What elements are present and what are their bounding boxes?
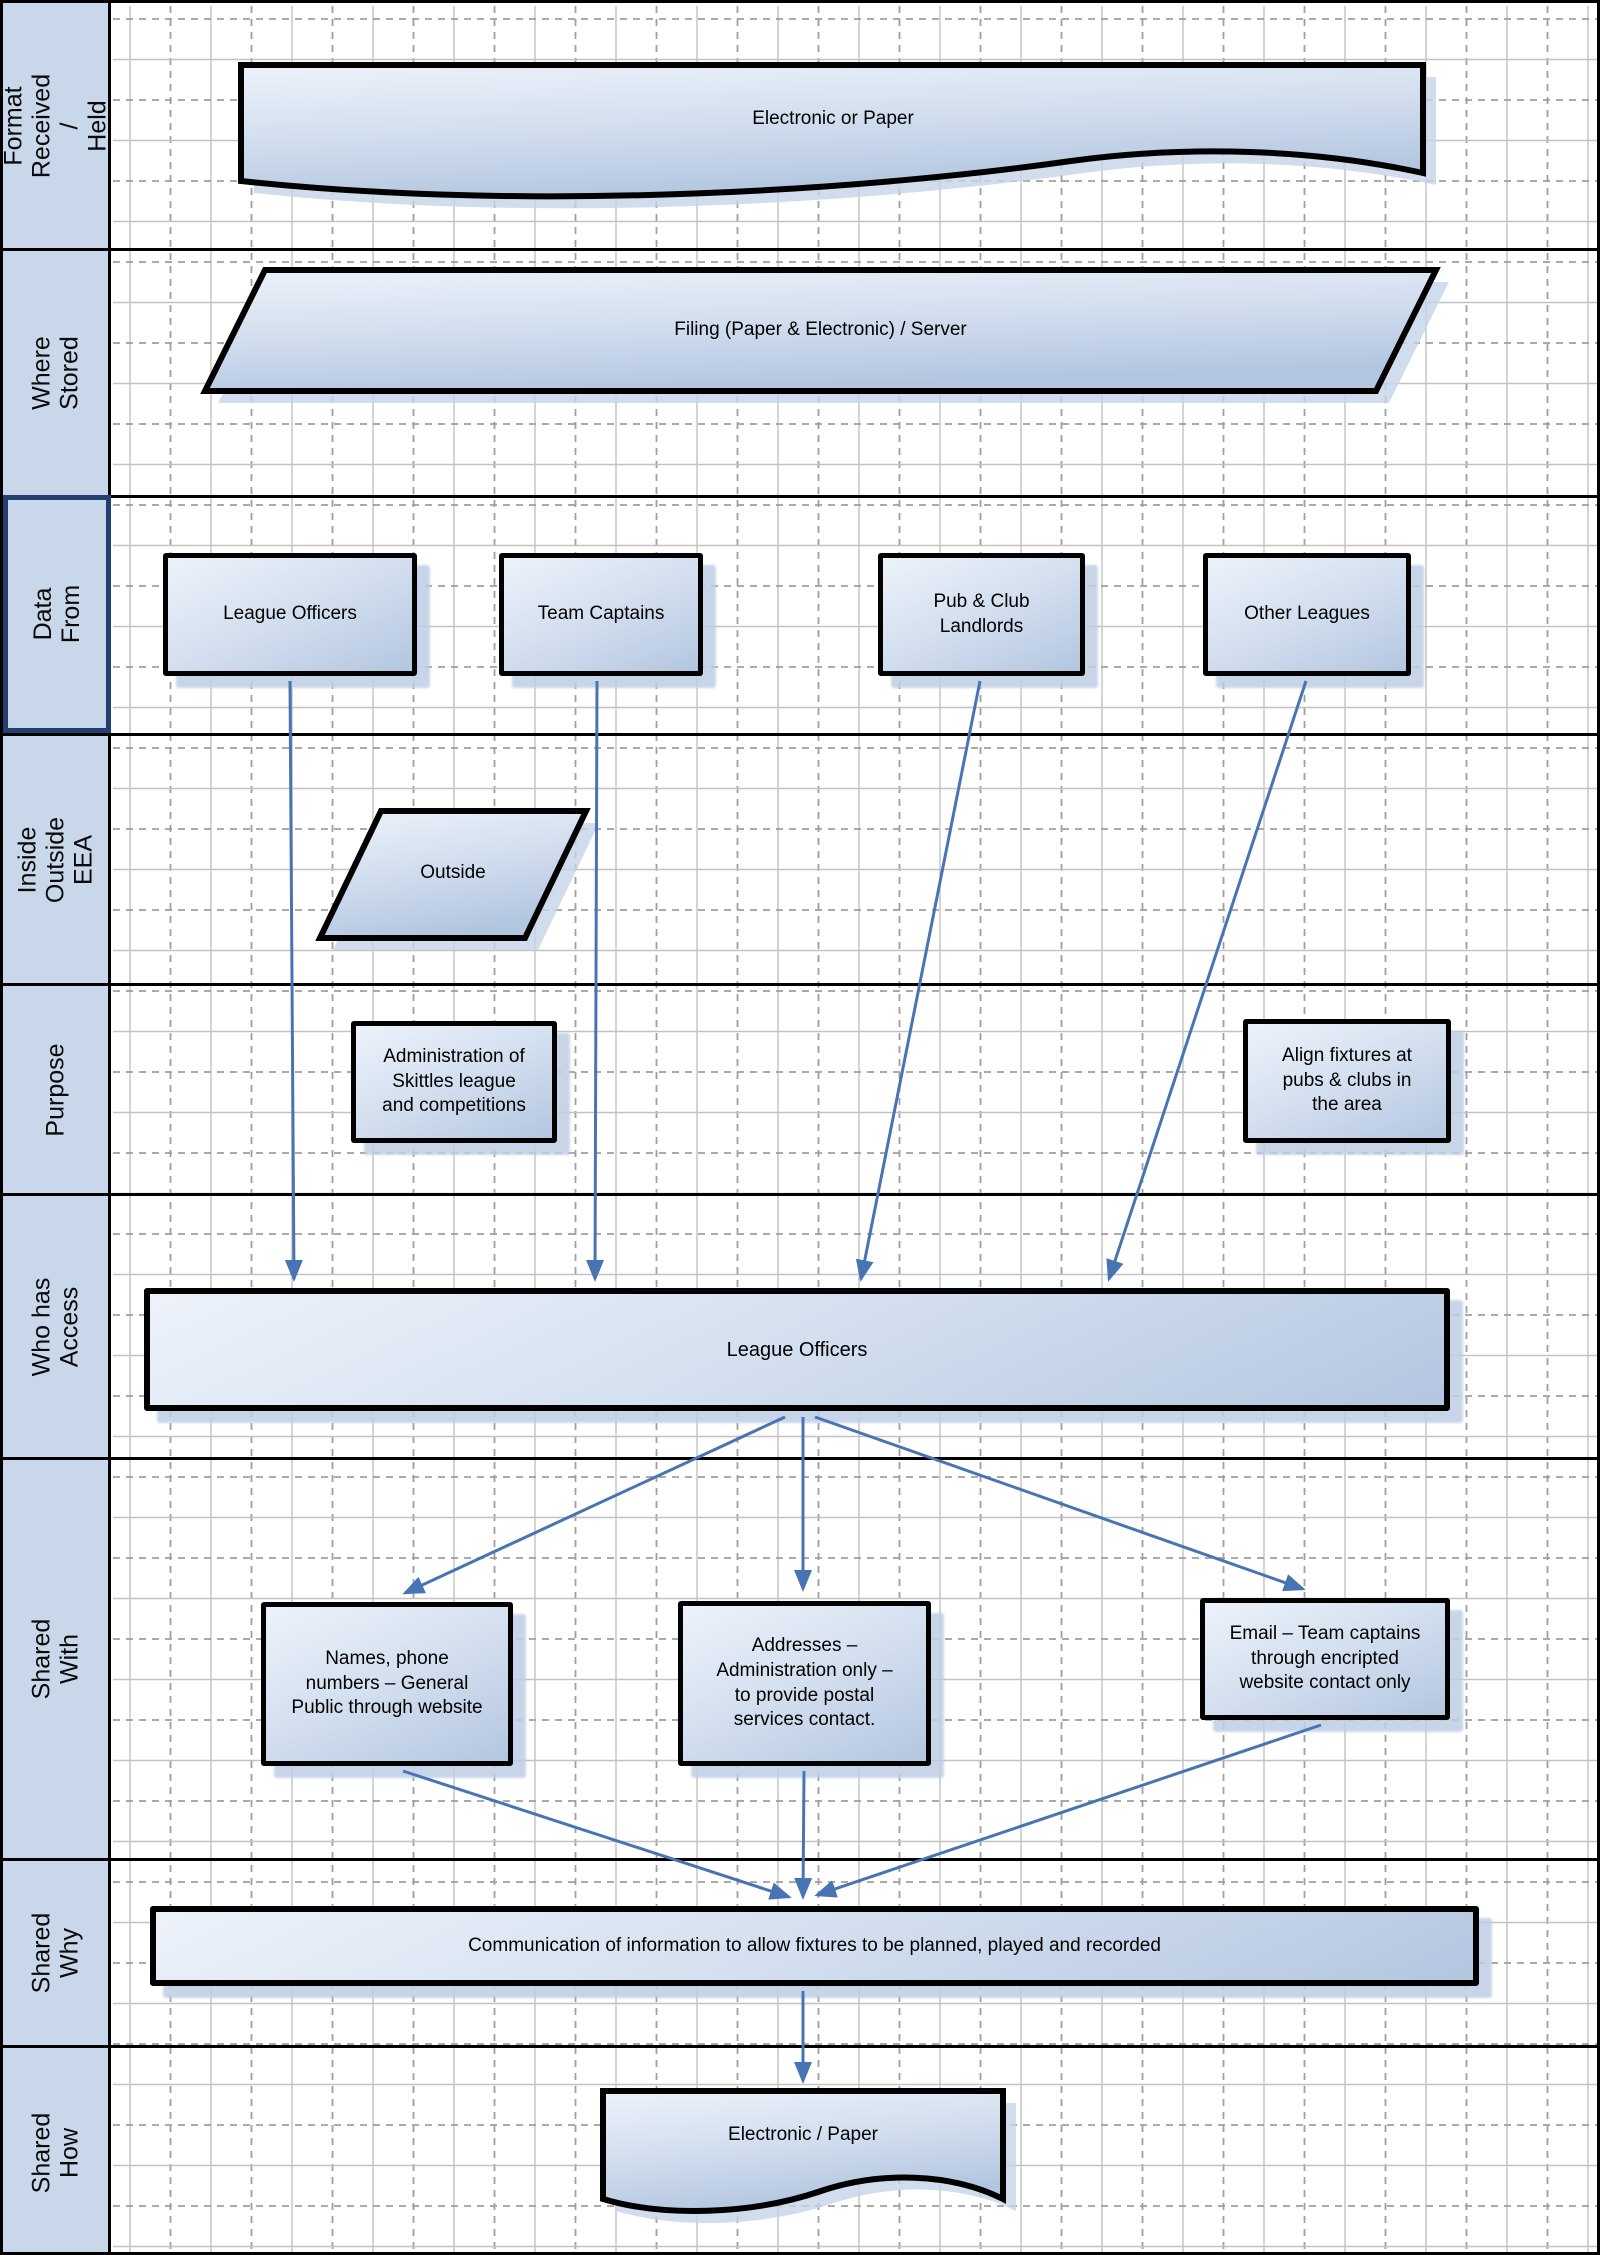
lane-boundary	[3, 2045, 1597, 2048]
lane-label-inside-outside-eea[interactable]: Inside Outside EEA	[3, 736, 108, 983]
lane-boundary	[3, 1193, 1597, 1196]
shape-purpose-align-fixtures[interactable]: Align fixtures at pubs & clubs in the ar…	[1243, 1019, 1451, 1143]
parallelogram-shape-storage[interactable]	[200, 267, 1441, 394]
shape-shared-email[interactable]: Email – Team captains through encripted …	[1200, 1598, 1450, 1720]
lane-label-shared-how[interactable]: Shared How	[3, 2048, 108, 2252]
lane-column-divider	[108, 3, 111, 2252]
outside-label: Outside	[420, 862, 486, 883]
shape-source-league-officers[interactable]: League Officers	[163, 553, 417, 676]
shape-shared-addresses[interactable]: Addresses – Administration only – to pro…	[678, 1601, 931, 1766]
lane-boundary	[3, 495, 1597, 498]
storage-label: Filing (Paper & Electronic) / Server	[674, 319, 967, 340]
lane-label-format-received-held[interactable]: Format Received / Held	[3, 3, 112, 248]
lane-boundary	[3, 1457, 1597, 1460]
lane-label-where-stored[interactable]: Where Stored	[3, 251, 108, 495]
shape-source-pub-club-landlords[interactable]: Pub & Club Landlords	[878, 553, 1085, 676]
shape-layer	[200, 62, 1449, 2223]
shape-shared-why-bar[interactable]: Communication of information to allow fi…	[150, 1906, 1479, 1986]
lane-label-who-has-access[interactable]: Who has Access	[3, 1196, 108, 1457]
shape-purpose-admin[interactable]: Administration of Skittles league and co…	[351, 1021, 557, 1143]
lane-boundary	[3, 733, 1597, 736]
shape-shared-names[interactable]: Names, phone numbers – General Public th…	[261, 1602, 513, 1766]
lane-label-purpose[interactable]: Purpose	[3, 986, 108, 1193]
document-shape-shared-how[interactable]	[600, 2088, 1006, 2214]
lane-label-data-from[interactable]: Data From	[3, 495, 111, 733]
document-format-label: Electronic or Paper	[752, 108, 914, 129]
shape-access-league-officers-bar[interactable]: League Officers	[144, 1288, 1450, 1411]
lane-label-shared-with[interactable]: Shared With	[3, 1460, 108, 1858]
document-shape-format[interactable]	[238, 62, 1426, 200]
shape-source-other-leagues[interactable]: Other Leagues	[1203, 553, 1411, 676]
lane-boundary	[3, 248, 1597, 251]
lane-boundary	[3, 1858, 1597, 1861]
shape-shadows	[218, 77, 1449, 2223]
lane-label-text: Data From	[29, 584, 85, 644]
parallelogram-shape-outside[interactable]	[315, 808, 591, 941]
shape-source-team-captains[interactable]: Team Captains	[499, 553, 703, 676]
document-shared-how-label: Electronic / Paper	[728, 2124, 878, 2145]
lane-boundary	[3, 983, 1597, 986]
lane-label-shared-why[interactable]: Shared Why	[3, 1861, 108, 2045]
